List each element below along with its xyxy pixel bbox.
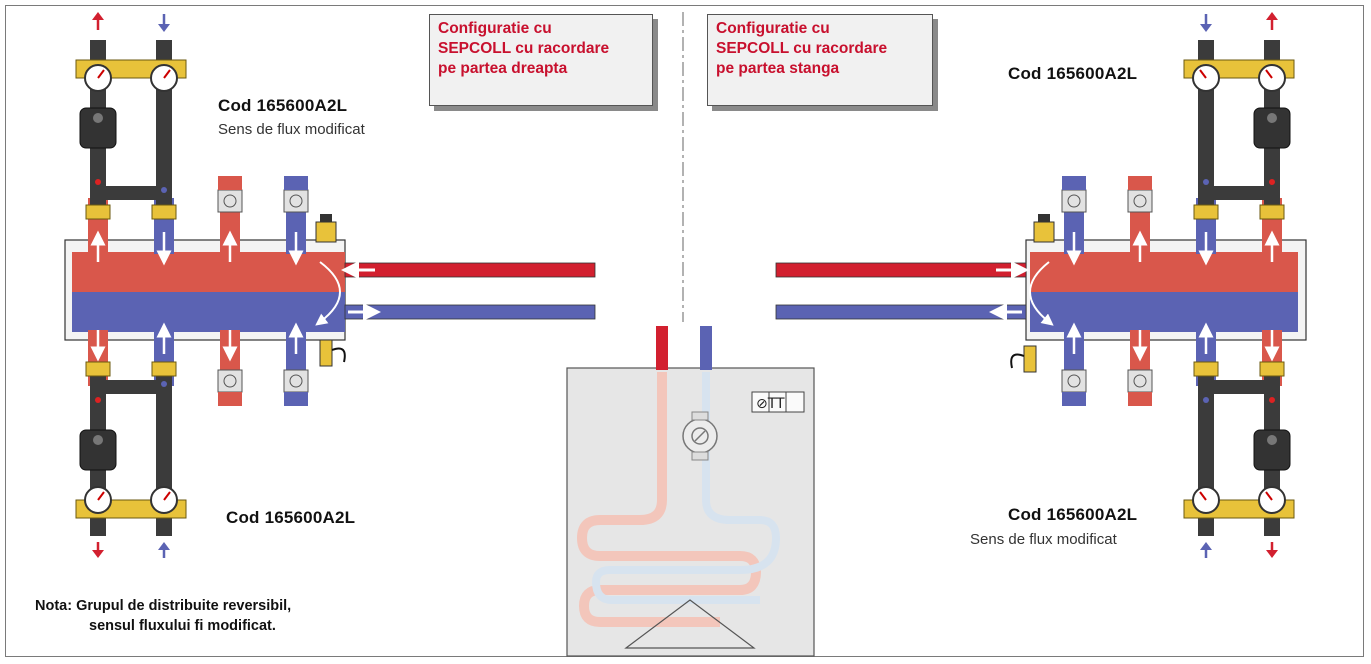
flow-note-bottom-right: Sens de flux modificat [970,531,1117,548]
config-box-left-connection: Configuratie cu SEPCOLL cu racordare pe … [707,14,933,106]
left-pump-group-bottom [75,361,187,536]
left-bottom-red-arrow [92,550,104,558]
right-bottom-red-arrow [1266,550,1278,558]
note-line-1: Nota: Grupul de distribuite reversibil, [35,598,292,614]
config-box-right-connection: Configuratie cu SEPCOLL cu racordare pe … [429,14,653,106]
note-text: Nota: Grupul de distribuite reversibil, … [35,596,291,636]
left-top-blue-arrow [158,24,170,32]
config-box-right-line-1: Configuratie cu [438,20,552,37]
left-connection-pipes [341,261,596,321]
config-box-right-line-2: SEPCOLL cu racordare [438,40,610,57]
boiler: ⊘TT [566,326,815,657]
note-line-2: sensul fluxului fi modificat. [89,618,276,634]
left-cold-header [72,292,340,332]
flow-note-top-left: Sens de flux modificat [218,121,365,138]
boiler-body [566,367,815,657]
code-label-top-right: Cod 165600A2L [1008,64,1138,83]
boiler-symbol: ⊘TT [756,396,785,412]
right-pump-group-bottom [1183,361,1295,536]
config-box-right-line-3: pe partea dreapta [438,60,568,77]
left-hot-header [72,252,340,292]
config-box-left-line-2: SEPCOLL cu racordare [716,40,888,57]
config-box-left-line-3: pe partea stanga [716,60,840,77]
code-label-top-left: Cod 165600A2L [218,96,348,115]
left-bottom-blue-arrow [158,542,170,550]
code-label-bottom-right: Cod 165600A2L [1008,505,1138,524]
left-pump-group-top [75,40,187,220]
right-top-red-arrow [1266,12,1278,20]
right-top-blue-arrow [1200,24,1212,32]
left-collector-assembly [64,176,346,406]
code-label-bottom-left: Cod 165600A2L [226,508,356,527]
right-bottom-blue-arrow [1200,542,1212,550]
right-connection-pipes [775,261,1029,321]
right-collector-assembly [1010,176,1307,406]
right-pump-group-top [1183,40,1295,220]
config-box-left-line-1: Configuratie cu [716,20,830,37]
